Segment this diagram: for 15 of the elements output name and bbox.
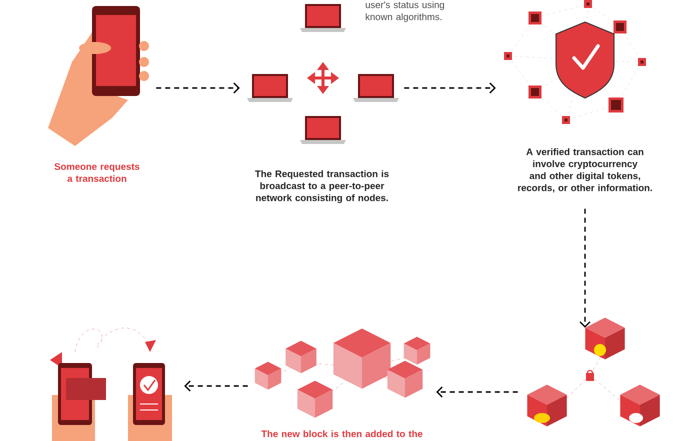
note-text: user's status using known algorithms. [366, 1, 444, 22]
caption-text: A verified transaction can involve cryptocurrency and other digital tokens, records, or other information. [518, 148, 652, 193]
arrow [156, 82, 240, 94]
locked-cubes-drawing [527, 318, 660, 426]
phone-in-hand-drawing [48, 6, 149, 146]
shield-network-drawing [504, 0, 646, 124]
caption-text: The Requested transaction is broadcast to a peer-to-peer network consisting of nodes. [255, 170, 389, 204]
arrow [580, 208, 590, 328]
arrow [404, 82, 496, 94]
caption-text: The new block is then added to the [261, 430, 422, 438]
block-chain-drawing [254, 328, 430, 418]
phone-payment-drawing [50, 328, 172, 441]
arrow [436, 386, 518, 398]
caption-text: Someone requests a transaction [54, 163, 140, 182]
arrow [184, 380, 248, 392]
